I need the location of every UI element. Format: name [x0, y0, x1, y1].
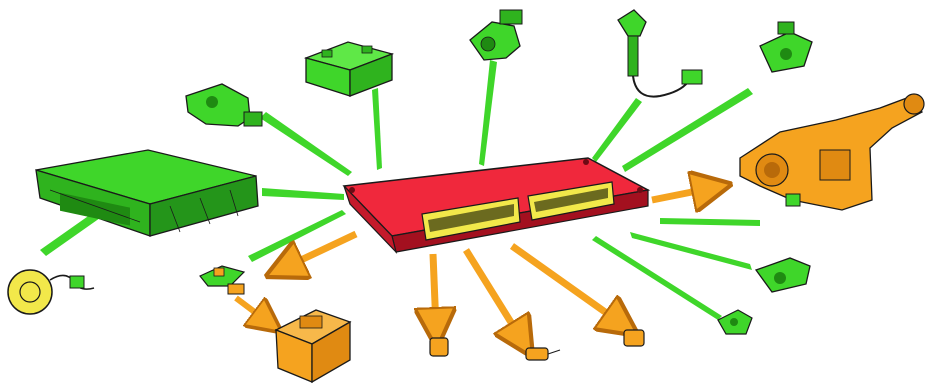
sensor-bracket-icon: [759, 21, 813, 73]
temperature-sensor-icon: [185, 83, 263, 127]
solenoid-icon: [227, 283, 245, 295]
throttle-sensor-icon: [469, 9, 523, 61]
engine-ecu-module-icon: [35, 149, 259, 237]
link-round-sensor: [40, 212, 100, 256]
link-speed-sensor-b: [630, 232, 752, 270]
link-relay-box: [372, 88, 382, 170]
pressure-sensor-icon: [717, 309, 753, 335]
ignition-coil-icon: [525, 347, 561, 361]
valve-actuator-icon: [623, 329, 645, 347]
link-speed-sensor-a: [660, 218, 760, 226]
arrow-throttle-body: [651, 188, 712, 200]
ecu-connector-left: [421, 197, 521, 241]
injector-icon: [429, 337, 449, 357]
throttle-body-actuator-icon: [739, 93, 925, 211]
output-arrows: [234, 188, 712, 340]
link-temperature-sensor: [260, 112, 352, 176]
arrow-solenoid: [234, 295, 268, 322]
small-connector-sensor-icon: [199, 265, 246, 287]
arrow-relay-actuator: [284, 230, 358, 268]
speed-sensor-icon: [754, 257, 811, 293]
ecu-connector-right: [527, 181, 615, 221]
arrow-ignition-coil: [463, 248, 522, 340]
round-sensor-icon: [7, 269, 95, 315]
relay-box-icon: [303, 41, 395, 97]
link-lambda-probe: [592, 98, 642, 162]
link-sensor-bracket: [622, 88, 753, 172]
lambda-probe-icon: [617, 9, 703, 98]
link-pressure-sensor: [592, 236, 722, 320]
link-throttle-sensor: [479, 60, 497, 166]
arrow-valve-actuator: [509, 243, 622, 324]
link-small-connector: [248, 210, 346, 262]
arrow-injector: [433, 253, 436, 328]
link-engine-ecu: [262, 188, 344, 200]
ecu-control-unit-icon: [342, 157, 651, 255]
relay-actuator-icon: [274, 309, 352, 384]
input-links: [40, 60, 760, 320]
